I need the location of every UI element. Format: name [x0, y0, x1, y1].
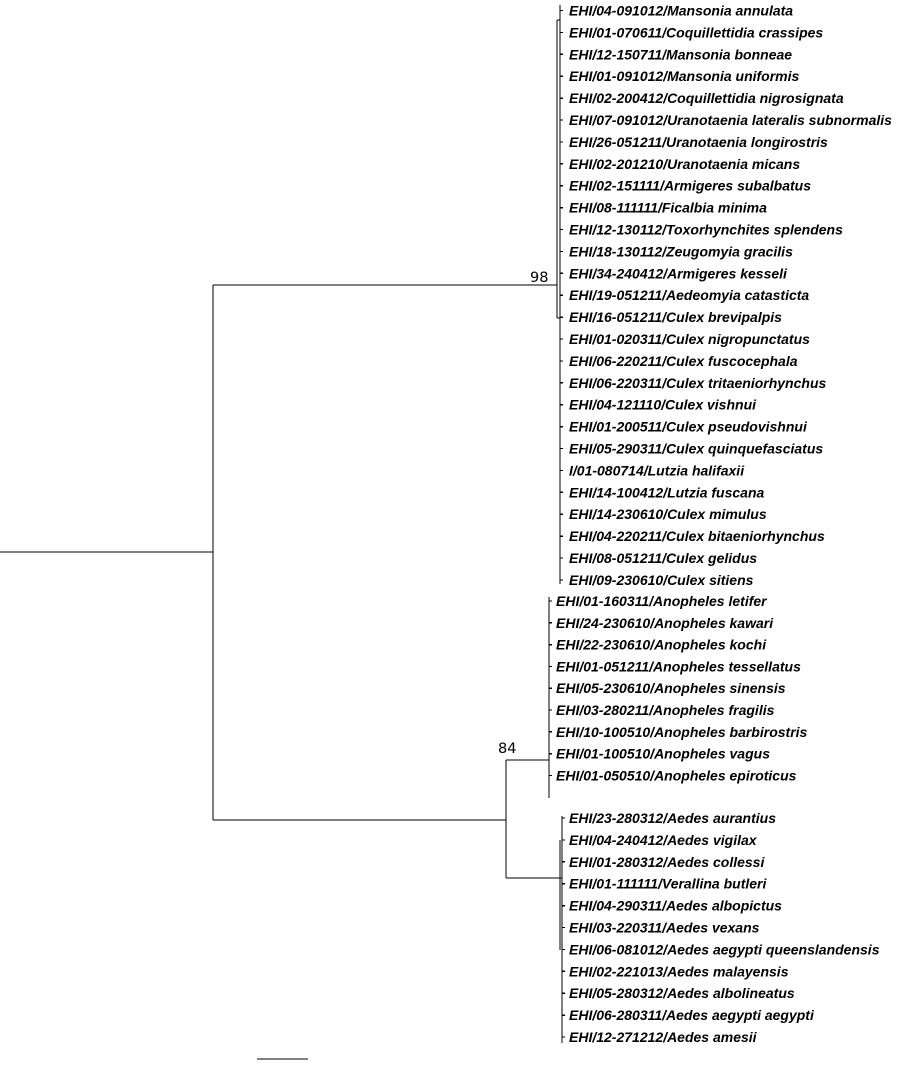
tip-label: EHI/04-220211/Culex bitaeniorhynchus [569, 528, 825, 544]
tip-label: EHI/05-280312/Aedes albolineatus [569, 985, 795, 1001]
tip-label: EHI/24-230610/Anopheles kawari [556, 615, 774, 631]
tip-label: EHI/07-091012/Uranotaenia lateralis subn… [569, 112, 892, 128]
tip-label: EHI/04-121110/Culex vishnui [569, 397, 757, 413]
tip-label: EHI/16-051211/Culex brevipalpis [569, 309, 782, 325]
tip-label: EHI/02-201210/Uranotaenia micans [569, 156, 800, 172]
tip-label: EHI/26-051211/Uranotaenia longirostris [569, 134, 828, 150]
tip-label: EHI/09-230610/Culex sitiens [569, 572, 754, 588]
tip-label: EHI/02-221013/Aedes malayensis [569, 963, 789, 979]
tip-label: EHI/14-100412/Lutzia fuscana [569, 484, 765, 500]
tip-label: EHI/06-220211/Culex fuscocephala [569, 353, 798, 369]
tip-label: EHI/19-051211/Aedeomyia catasticta [569, 287, 809, 303]
tip-label: EHI/08-051211/Culex gelidus [569, 550, 757, 566]
tip-label: EHI/23-280312/Aedes aurantius [569, 810, 776, 826]
tip-label: EHI/12-130112/Toxorhynchites splendens [569, 222, 843, 238]
tip-label: I/01-080714/Lutzia halifaxii [569, 462, 745, 478]
tip-label: EHI/03-280211/Anopheles fragilis [556, 702, 775, 718]
tip-label: EHI/34-240412/Armigeres kesseli [569, 265, 788, 281]
tip-label: EHI/08-111111/Ficalbia minima [569, 200, 767, 216]
tip-label: EHI/04-240412/Aedes vigilax [569, 832, 758, 848]
tree-branches [0, 5, 565, 1043]
tip-label: EHI/01-051211/Anopheles tessellatus [556, 658, 801, 674]
tip-label: EHI/01-020311/Culex nigropunctatus [569, 331, 810, 347]
tip-label: EHI/04-091012/Mansonia annulata [569, 3, 793, 19]
bootstrap-value-anopheles-clade: 84 [498, 741, 516, 757]
tip-label: EHI/01-050510/Anopheles epiroticus [556, 767, 797, 783]
tip-label: EHI/06-280311/Aedes aegypti aegypti [569, 1007, 815, 1023]
tip-label: EHI/14-230610/Culex mimulus [569, 506, 767, 522]
tip-label: EHI/22-230610/Anopheles kochi [556, 637, 767, 653]
tip-label: EHI/02-151111/Armigeres subalbatus [569, 178, 811, 194]
tip-label: EHI/01-200511/Culex pseudovishnui [569, 419, 808, 435]
tip-label: EHI/12-150711/Mansonia bonneae [569, 46, 792, 62]
tip-label: EHI/06-220311/Culex tritaeniorhynchus [569, 375, 826, 391]
tip-label: EHI/01-280312/Aedes collessi [569, 854, 765, 870]
tip-label: EHI/05-230610/Anopheles sinensis [556, 680, 786, 696]
tip-label: EHI/01-100510/Anopheles vagus [556, 746, 770, 762]
tip-label: EHI/18-130112/Zeugomyia gracilis [569, 243, 793, 259]
tip-label: EHI/01-091012/Mansonia uniformis [569, 68, 800, 84]
tip-label: EHI/06-081012/Aedes aegypti queenslanden… [569, 941, 880, 957]
tip-labels: EHI/04-091012/Mansonia annulataEHI/01-07… [556, 3, 892, 1046]
tip-label: EHI/01-111111/Verallina butleri [569, 876, 767, 892]
tip-label: EHI/02-200412/Coquillettidia nigrosignat… [569, 90, 844, 106]
tip-label: EHI/05-290311/Culex quinquefasciatus [569, 441, 823, 457]
tip-label: EHI/01-160311/Anopheles letifer [556, 593, 768, 609]
tip-label: EHI/03-220311/Aedes vexans [569, 920, 760, 936]
tip-label: EHI/04-290311/Aedes albopictus [569, 898, 782, 914]
tip-label: EHI/01-070611/Coquillettidia crassipes [569, 24, 823, 40]
tip-label: EHI/12-271212/Aedes amesii [569, 1029, 758, 1045]
bootstrap-value-culicine-clade: 98 [530, 270, 548, 286]
tip-label: EHI/10-100510/Anopheles barbirostris [556, 724, 808, 740]
